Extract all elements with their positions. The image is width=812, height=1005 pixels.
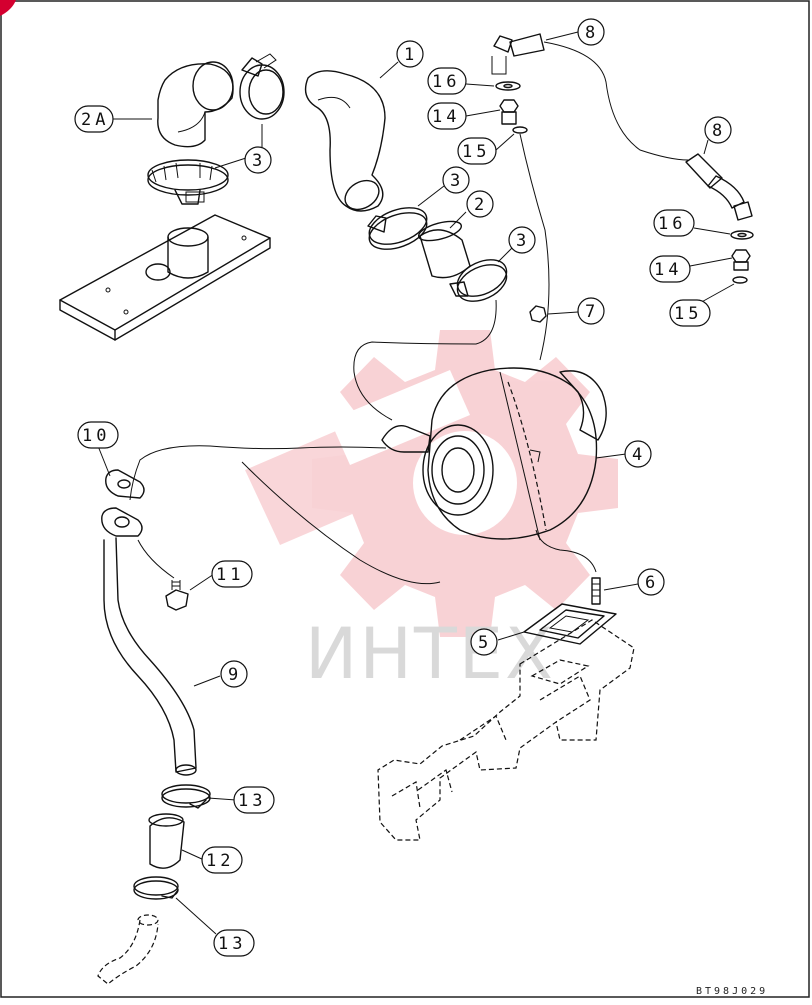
svg-text:16: 16 (432, 72, 460, 92)
leader-lines (97, 31, 735, 935)
svg-text:16: 16 (658, 214, 686, 234)
svg-text:13: 13 (218, 934, 246, 954)
oil-line-elbow-8 (685, 153, 753, 221)
bolt-11 (137, 539, 189, 611)
callout-12: 12 (201, 846, 243, 874)
engine-drain-stub (97, 914, 159, 985)
svg-text:12: 12 (206, 851, 234, 871)
callout-16-upper: 16 (427, 67, 467, 95)
elbow-hose-2a (157, 61, 234, 148)
callout-14-upper: 14 (427, 102, 467, 130)
callout-9: 9 (220, 660, 248, 688)
svg-text:14: 14 (432, 107, 460, 127)
callout-13-lower: 13 (213, 929, 255, 957)
callout-4: 4 (624, 440, 652, 468)
o-ring-15-upper (512, 126, 528, 134)
callout-7: 7 (577, 297, 605, 325)
gasket-10 (105, 469, 145, 499)
hose-clamp-lower-left (147, 159, 229, 205)
callout-2: 2 (466, 190, 494, 218)
exhaust-manifold (377, 619, 635, 841)
nut-7 (529, 305, 547, 323)
coolant-line-route (353, 299, 497, 421)
drain-tube-9 (103, 537, 197, 776)
svg-text:15: 15 (674, 304, 702, 324)
turbo-gasket-5 (523, 603, 617, 645)
callout-3-middle: 3 (442, 166, 470, 194)
svg-text:5: 5 (478, 633, 492, 653)
fitting-adapter-14-right (731, 249, 751, 271)
drain-line-route-2 (241, 461, 441, 585)
stud-6 (591, 577, 601, 605)
svg-text:2: 2 (474, 195, 488, 215)
corner-marker (0, 0, 16, 16)
svg-text:11: 11 (216, 565, 244, 585)
fitting-adapter-14-upper (499, 99, 519, 125)
fitting-washer-16-right (730, 230, 754, 240)
svg-text:3: 3 (252, 151, 266, 171)
turbo-inlet-hose-1 (304, 70, 386, 212)
oil-feed-line-upper (491, 33, 689, 161)
callout-1: 1 (396, 40, 424, 68)
turbocharger-4 (381, 367, 607, 541)
callout-6: 6 (637, 568, 665, 596)
svg-text:8: 8 (712, 121, 726, 141)
svg-text:4: 4 (632, 445, 646, 465)
callout-2a: 2A (74, 105, 114, 133)
callout-15-upper: 15 (457, 137, 497, 165)
svg-text:7: 7 (585, 302, 599, 322)
stud-line-route (535, 529, 597, 573)
svg-text:15: 15 (462, 142, 490, 162)
callout-10: 10 (77, 421, 119, 449)
svg-text:2A: 2A (81, 110, 109, 130)
callout-8-right: 8 (704, 116, 732, 144)
callout-16-right: 16 (653, 209, 695, 237)
drawing-code: BT98J029 (696, 986, 768, 997)
hose-clamp-13-lower (133, 876, 179, 900)
callout-3-right: 3 (508, 226, 536, 254)
watermark-logo (245, 330, 618, 637)
callout-11: 11 (211, 560, 253, 588)
callout-13-upper: 13 (233, 786, 275, 814)
svg-text:10: 10 (82, 426, 110, 446)
svg-text:8: 8 (585, 23, 599, 43)
svg-text:1: 1 (404, 45, 418, 65)
callout-3-upper-left: 3 (244, 146, 272, 174)
fitting-washer-16-upper (495, 81, 521, 91)
hose-12 (148, 813, 185, 869)
svg-text:13: 13 (238, 791, 266, 811)
hose-clamp-upper-left (239, 53, 285, 120)
svg-text:3: 3 (450, 171, 464, 191)
mounting-plate (59, 214, 271, 341)
callout-8-upper: 8 (577, 18, 605, 46)
svg-text:6: 6 (645, 573, 659, 593)
hose-clamp-13-upper (161, 784, 211, 809)
drain-line-route (129, 445, 387, 501)
callout-15-right: 15 (669, 299, 711, 327)
svg-text:9: 9 (228, 665, 242, 685)
svg-text:3: 3 (516, 231, 530, 251)
drain-tube-flange (101, 507, 143, 537)
hose-clamp-right (449, 259, 508, 302)
callout-14-right: 14 (649, 255, 691, 283)
o-ring-15-right (732, 276, 748, 284)
hose-clamp-middle (367, 207, 428, 250)
watermark-text: ИНТЕХ (305, 613, 555, 695)
callout-5: 5 (470, 628, 498, 656)
svg-text:14: 14 (654, 260, 682, 280)
oil-feed-hose-route (519, 133, 550, 361)
